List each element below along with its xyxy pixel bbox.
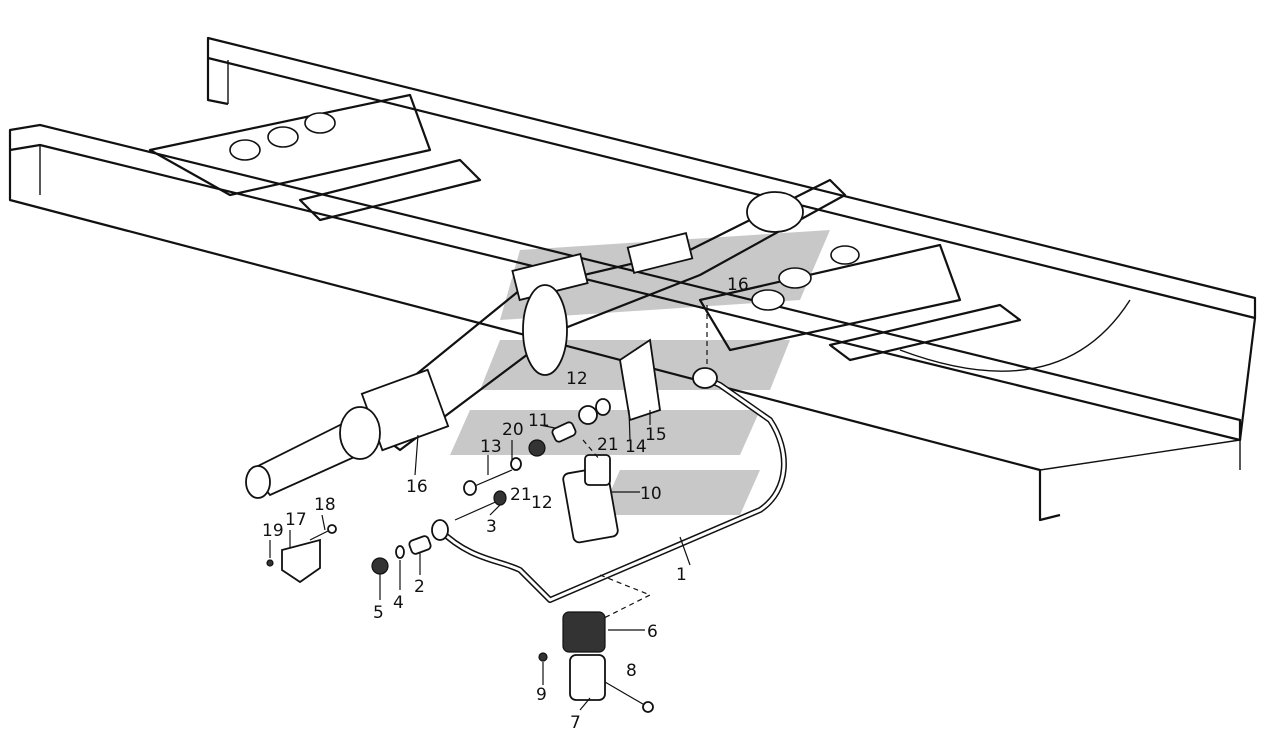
callout-9: 9 (536, 685, 547, 705)
callout-14: 14 (625, 437, 647, 457)
callout-16a: 16 (406, 477, 428, 497)
callout-20: 20 (502, 420, 524, 440)
callout-17: 17 (285, 510, 307, 530)
callout-12a: 12 (566, 369, 588, 389)
callout-21b: 21 (597, 435, 619, 455)
callout-18: 18 (314, 495, 336, 515)
bolt-13[interactable] (463, 457, 522, 496)
watermark-logo (450, 230, 830, 515)
callout-15: 15 (645, 425, 667, 445)
callout-7: 7 (570, 713, 581, 733)
chassis-frame (8, 36, 1257, 522)
bolt-3[interactable] (454, 490, 507, 521)
cover-plate[interactable] (266, 524, 337, 584)
leader-lines (269, 305, 708, 711)
callout-4: 4 (393, 593, 404, 613)
link-bracket[interactable] (562, 454, 619, 544)
callout-12b: 12 (531, 493, 553, 513)
callout-labels: 1 2 3 4 5 6 7 8 9 10 11 12 12 13 14 15 1… (262, 275, 749, 733)
callout-16b: 16 (727, 275, 749, 295)
callout-21a: 21 (510, 485, 532, 505)
callout-6: 6 (647, 622, 658, 642)
callout-10: 10 (640, 484, 662, 504)
callout-5: 5 (373, 603, 384, 623)
stabilizer-bar[interactable] (431, 367, 787, 603)
callout-8: 8 (626, 661, 637, 681)
callout-3: 3 (486, 517, 497, 537)
bar-end-fittings[interactable] (371, 535, 432, 575)
callout-13: 13 (480, 437, 502, 457)
callout-11: 11 (528, 411, 550, 431)
front-axle (245, 178, 847, 499)
bushing-set[interactable] (528, 338, 661, 457)
callout-1: 1 (676, 565, 687, 585)
bar-clamp[interactable] (538, 574, 654, 713)
callout-19: 19 (262, 521, 284, 541)
callout-2: 2 (414, 577, 425, 597)
